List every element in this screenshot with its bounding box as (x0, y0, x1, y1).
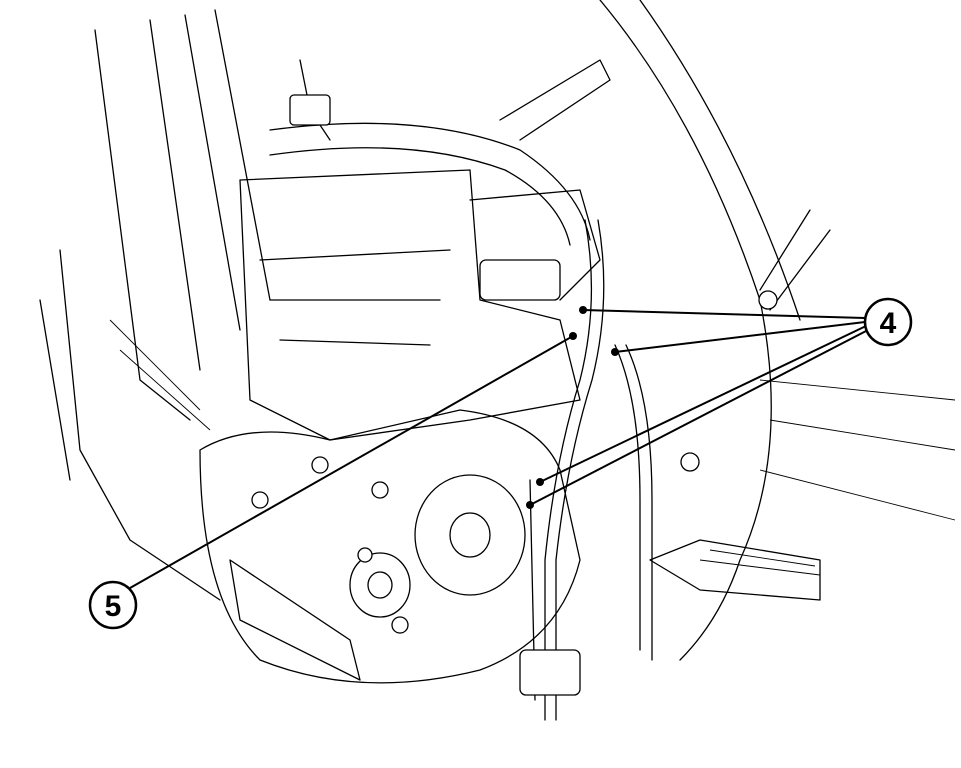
leader-dot (536, 478, 544, 486)
callout-5: 5 (88, 332, 577, 630)
breather-hoses (519, 219, 653, 721)
callout-label-4: 4 (880, 307, 897, 340)
callout-4: 4 (526, 297, 913, 509)
crankcase (199, 409, 700, 684)
leader-dot (526, 501, 534, 509)
leader-dot (569, 332, 577, 340)
footpeg (649, 539, 821, 601)
callout-label-5: 5 (105, 590, 122, 623)
radiator-shroud (39, 9, 271, 601)
engine-block (239, 169, 601, 441)
coolant-hoses (269, 59, 611, 246)
leader-dot (611, 348, 619, 356)
leader-dot (579, 306, 587, 314)
